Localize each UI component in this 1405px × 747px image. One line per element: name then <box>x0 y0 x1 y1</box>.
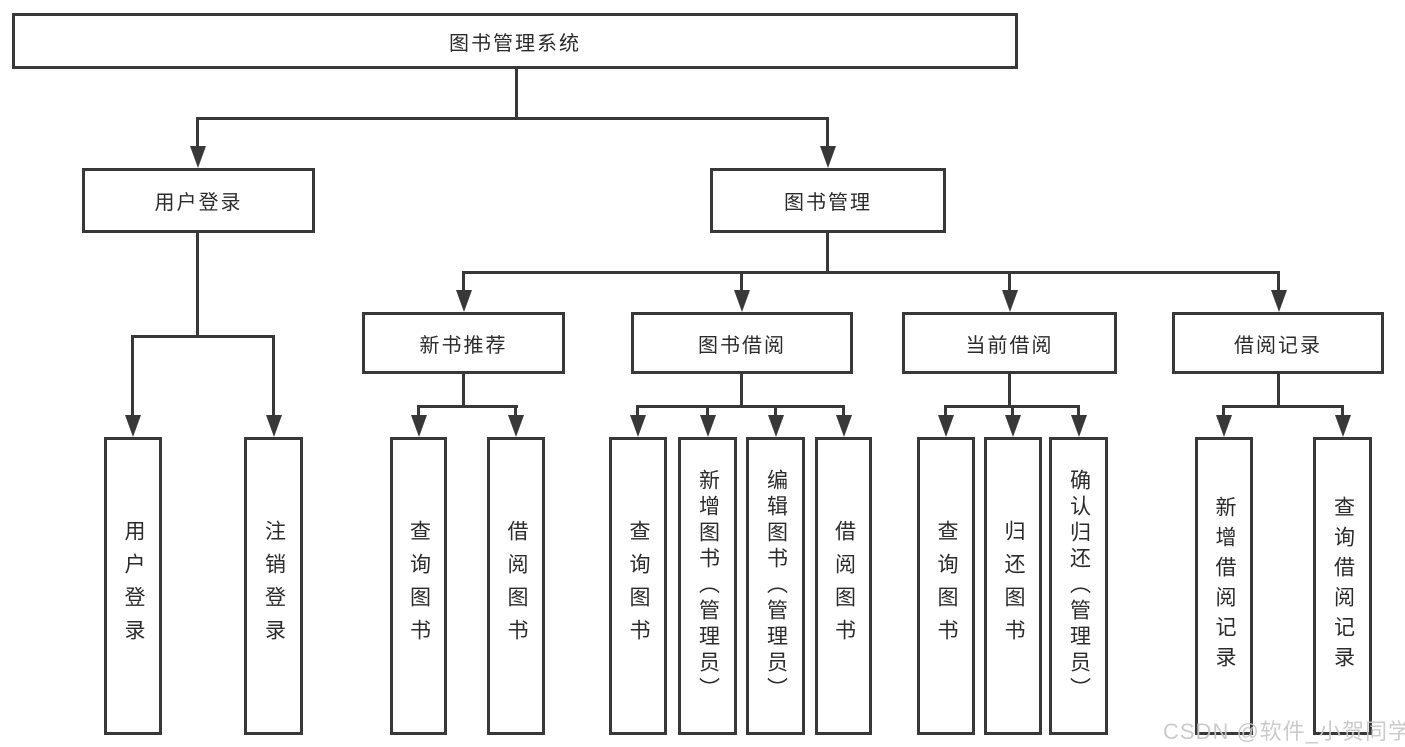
arrowhead-icon <box>630 415 646 437</box>
leaf-user-login: 用户登录 <box>104 437 162 735</box>
node-book-management-label: 图书管理 <box>784 192 872 214</box>
arrowhead-icon <box>1002 290 1018 312</box>
connector-line <box>1011 406 1014 417</box>
arrowhead-icon <box>1005 415 1021 437</box>
leaf-query-borrow-record-label: 查询借阅记录 <box>1331 496 1355 676</box>
connector-line <box>462 272 465 291</box>
connector-line <box>514 406 517 417</box>
arrowhead-icon <box>456 290 472 312</box>
node-book-management: 图书管理 <box>710 168 946 233</box>
leaf-recommend-borrow-book: 借阅图书 <box>487 437 545 735</box>
arrowhead-icon <box>1335 415 1351 437</box>
arrowhead-icon <box>836 415 852 437</box>
node-current-borrow: 当前借阅 <box>902 312 1117 374</box>
node-root-label: 图书管理系统 <box>449 32 581 55</box>
connector-line <box>636 405 845 408</box>
connector-line <box>515 68 518 119</box>
connector-line <box>1222 405 1344 408</box>
node-user-login: 用户登录 <box>82 168 315 233</box>
leaf-recommend-query-book-label: 查询图书 <box>407 520 431 652</box>
node-borrow-record: 借阅记录 <box>1172 312 1384 374</box>
node-root: 图书管理系统 <box>12 13 1018 69</box>
leaf-user-login-label: 用户登录 <box>122 520 145 652</box>
leaf-recommend-query-book: 查询图书 <box>390 437 447 735</box>
connector-line <box>196 118 199 148</box>
connector-line <box>706 406 709 417</box>
leaf-borrow-query-book: 查询图书 <box>609 437 667 735</box>
connector-line <box>1008 272 1011 291</box>
connector-line <box>196 117 829 120</box>
connector-line <box>272 336 275 417</box>
connector-line <box>131 336 134 417</box>
csdn-watermark: CSDN @软件_小贺同学 <box>1163 719 1405 744</box>
arrowhead-icon <box>266 415 282 437</box>
leaf-confirm-return-admin-label: 确认归还（管理员） <box>1067 469 1091 703</box>
connector-line <box>1008 373 1011 407</box>
connector-line <box>1277 373 1280 407</box>
connector-line <box>636 406 639 417</box>
arrowhead-icon <box>820 146 836 168</box>
connector-line <box>774 406 777 417</box>
leaf-query-borrow-record: 查询借阅记录 <box>1313 437 1372 735</box>
arrowhead-icon <box>508 415 524 437</box>
leaf-borrow-borrow-book: 借阅图书 <box>815 437 872 735</box>
node-new-book-recommend-label: 新书推荐 <box>419 334 508 357</box>
node-user-login-label: 用户登录 <box>154 192 243 214</box>
connector-line <box>417 405 518 408</box>
leaf-recommend-borrow-book-label: 借阅图书 <box>505 520 528 652</box>
leaf-borrow-query-book-label: 查询图书 <box>627 520 650 652</box>
leaf-logout: 注销登录 <box>244 437 303 735</box>
leaf-current-query-book-label: 查询图书 <box>935 520 958 652</box>
leaf-add-book-admin-label: 新增图书（管理员） <box>696 469 720 703</box>
arrowhead-icon <box>1071 415 1087 437</box>
arrowhead-icon <box>190 146 206 168</box>
connector-line <box>417 406 420 417</box>
leaf-return-book: 归还图书 <box>984 437 1042 735</box>
node-book-borrow-label: 图书借阅 <box>698 334 786 357</box>
connector-line <box>131 335 275 338</box>
connector-line <box>826 118 829 148</box>
connector-line <box>740 272 743 291</box>
connector-line <box>944 406 947 417</box>
connector-line <box>740 373 743 407</box>
leaf-add-book-admin: 新增图书（管理员） <box>678 437 737 735</box>
leaf-confirm-return-admin: 确认归还（管理员） <box>1049 437 1108 735</box>
leaf-borrow-borrow-book-label: 借阅图书 <box>832 520 856 652</box>
node-book-borrow: 图书借阅 <box>631 312 853 374</box>
arrowhead-icon <box>768 415 784 437</box>
leaf-current-query-book: 查询图书 <box>917 437 975 735</box>
arrowhead-icon <box>734 290 750 312</box>
connector-line <box>842 406 845 417</box>
connector-line <box>196 232 199 337</box>
connector-line <box>1077 406 1080 417</box>
leaf-logout-label: 注销登录 <box>262 520 286 652</box>
arrowhead-icon <box>700 415 716 437</box>
arrowhead-icon <box>938 415 954 437</box>
leaf-add-borrow-record: 新增借阅记录 <box>1195 437 1253 735</box>
node-borrow-record-label: 借阅记录 <box>1234 334 1322 357</box>
arrowhead-icon <box>125 415 141 437</box>
connector-line <box>826 232 829 273</box>
arrowhead-icon <box>1271 290 1287 312</box>
connector-line <box>1222 406 1225 417</box>
arrowhead-icon <box>1216 415 1232 437</box>
node-current-borrow-label: 当前借阅 <box>965 334 1054 357</box>
leaf-add-borrow-record-label: 新增借阅记录 <box>1213 496 1236 676</box>
connector-line <box>462 373 465 407</box>
connector-line <box>1341 406 1344 417</box>
leaf-return-book-label: 归还图书 <box>1002 520 1025 652</box>
leaf-edit-book-admin-label: 编辑图书（管理员） <box>764 469 788 703</box>
leaf-edit-book-admin: 编辑图书（管理员） <box>746 437 805 735</box>
connector-line <box>1277 272 1280 291</box>
connector-line <box>462 271 1280 274</box>
arrowhead-icon <box>411 415 427 437</box>
node-new-book-recommend: 新书推荐 <box>362 312 565 374</box>
